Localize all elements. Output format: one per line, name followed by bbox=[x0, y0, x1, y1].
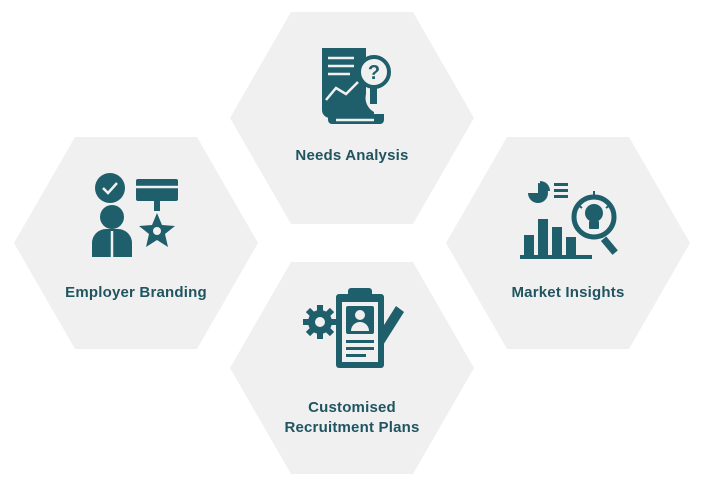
document-magnifier-question-icon: ? bbox=[322, 48, 391, 124]
recruitment-plans-label: Customised Recruitment Plans bbox=[284, 399, 420, 436]
hex-needs-analysis: ? Needs Analysis bbox=[230, 12, 474, 224]
clipboard-gear-pencil-icon bbox=[303, 288, 404, 368]
svg-text:?: ? bbox=[368, 62, 380, 84]
market-insights-label: Market Insights bbox=[511, 284, 625, 301]
chart-lightbulb-magnifier-icon bbox=[520, 181, 618, 259]
hex-employer-branding: Employer Branding bbox=[14, 137, 258, 349]
person-badge-medal-icon bbox=[92, 173, 178, 257]
employer-branding-label: Employer Branding bbox=[65, 284, 207, 301]
needs-analysis-label: Needs Analysis bbox=[295, 147, 409, 164]
hex-recruitment-plans: Customised Recruitment Plans bbox=[230, 262, 474, 474]
hex-market-insights: Market Insights bbox=[446, 137, 690, 349]
